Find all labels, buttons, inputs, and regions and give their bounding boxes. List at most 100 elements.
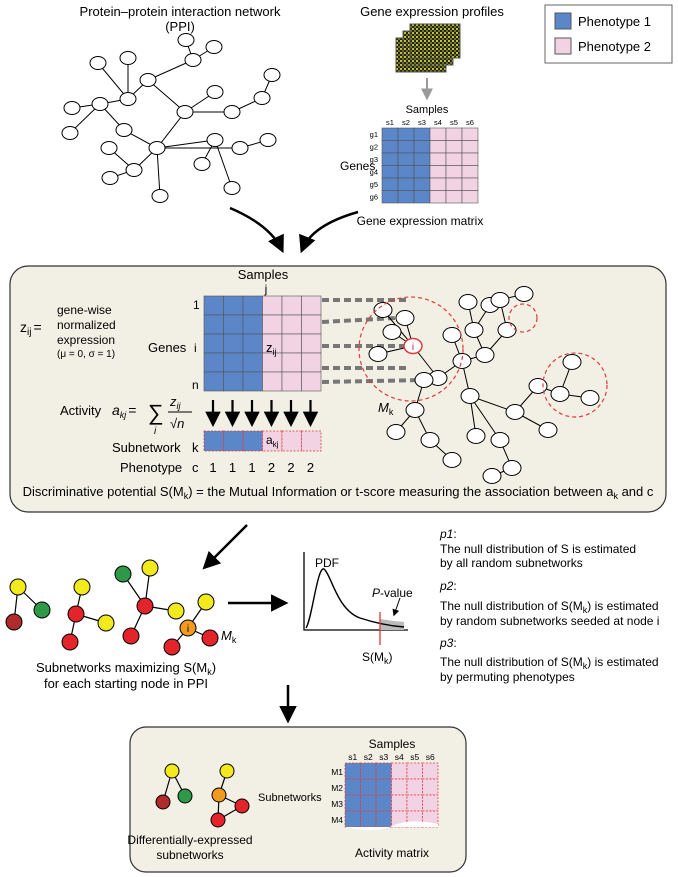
matrix-to-panel-arrow <box>299 210 359 254</box>
activity-samples-label: Samples <box>369 737 416 751</box>
matrix-cell <box>413 190 431 204</box>
matrix-cell <box>397 165 415 179</box>
legend-swatch-phenotype-2 <box>554 37 572 55</box>
row-index-i: i <box>194 341 197 355</box>
svg-text:akj=: akj= <box>112 402 136 420</box>
matrix-cell <box>461 140 479 154</box>
phenotype-c-label: c <box>192 460 199 475</box>
legend: Phenotype 1 Phenotype 2 <box>544 4 673 64</box>
matrix-cell <box>360 810 377 828</box>
matrix-cell <box>360 778 377 796</box>
svg-text:The null distribution of S is: The null distribution of S is estimated <box>440 542 636 556</box>
matrix-cell <box>461 152 479 166</box>
network-node <box>211 787 227 803</box>
matrix-cell <box>429 152 447 166</box>
small-subnetwork-circle <box>508 303 538 333</box>
network-node <box>490 432 510 448</box>
network-edge <box>156 111 186 149</box>
matrix-cell <box>413 177 431 191</box>
network-node <box>395 310 415 326</box>
svg-text:gene-wise: gene-wise <box>57 303 112 317</box>
svg-text:The null distribution of S(Mk): The null distribution of S(Mk) is estima… <box>440 599 659 615</box>
network-node <box>514 286 534 302</box>
matrix-cell <box>281 352 302 373</box>
panel-to-subnetworks-arrow <box>202 524 248 570</box>
network-node <box>141 559 159 577</box>
matrix-cell <box>281 295 302 316</box>
matrix-cell <box>391 778 408 796</box>
svg-text:zij: zij <box>169 394 181 411</box>
network-node <box>61 633 79 651</box>
subnetwork-row-label: M1 <box>331 767 343 777</box>
matrix-cell <box>344 778 361 796</box>
pdf-label: PDF <box>315 556 339 570</box>
network-node <box>33 601 51 619</box>
network-node <box>464 322 484 338</box>
sample-label: s6 <box>426 752 435 762</box>
matrix-cell <box>413 127 431 141</box>
sample-label: s1 <box>348 752 357 762</box>
matrix-cell <box>203 430 224 452</box>
matrix-cell <box>375 794 392 812</box>
network-node <box>562 354 582 370</box>
matrix-genes-label: Genes <box>340 159 375 173</box>
matrix-cell <box>461 127 479 141</box>
network-node <box>119 51 137 65</box>
colored-mk-label: Mk <box>221 628 237 645</box>
matrix-cell <box>429 177 447 191</box>
phenotype-value: 2 <box>287 460 294 475</box>
matrix-cell <box>461 165 479 179</box>
legend-swatch-phenotype-1 <box>554 12 572 30</box>
matrix-cell <box>301 333 322 354</box>
activity-matrix-caption: Activity matrix <box>355 846 429 860</box>
matrix-cell <box>344 794 361 812</box>
network-node <box>101 171 119 185</box>
matrix-cell <box>413 152 431 166</box>
svg-text:√n: √n <box>170 416 184 431</box>
network-edge <box>156 147 161 197</box>
network-node <box>206 133 224 147</box>
matrix-cell <box>381 152 399 166</box>
phenotype-value: 1 <box>209 460 216 475</box>
network-node <box>9 578 27 596</box>
svg-text:The null distribution of S(Mk): The null distribution of S(Mk) is estima… <box>440 655 659 671</box>
matrix-cell <box>281 314 302 335</box>
sample-label: s5 <box>450 118 458 127</box>
network-node <box>97 614 115 632</box>
matrix-cell <box>406 778 423 796</box>
network-node <box>550 386 570 402</box>
matrix-cell <box>429 127 447 141</box>
svg-text:i: i <box>154 426 157 437</box>
network-node <box>580 390 600 406</box>
network-node <box>67 605 85 623</box>
network-node <box>497 322 517 338</box>
matrix-cell <box>242 430 263 452</box>
null-distribution-plot <box>303 552 408 645</box>
matrix-wave <box>345 821 438 831</box>
svg-text:p1:: p1: <box>439 527 457 541</box>
seed-node-i <box>403 337 423 355</box>
network-edge <box>214 139 233 189</box>
network-node <box>115 123 133 137</box>
matrix-cell <box>262 295 283 316</box>
network-node <box>382 324 402 340</box>
network-node <box>89 56 107 70</box>
sample-label: s3 <box>418 118 426 127</box>
network-node <box>505 404 525 420</box>
svg-text:normalized: normalized <box>57 318 116 332</box>
matrix-cell <box>223 371 244 392</box>
network-node <box>5 613 23 631</box>
gene-label: g2 <box>370 143 378 152</box>
matrix-cell <box>281 333 302 354</box>
network-node <box>414 372 434 388</box>
sample-label: s6 <box>466 118 474 127</box>
network-node <box>100 141 118 155</box>
matrix-cell <box>461 190 479 204</box>
matrix-cell <box>242 295 263 316</box>
matrix-cell <box>360 794 377 812</box>
svg-text:by all random subnetworks: by all random subnetworks <box>440 556 583 570</box>
network-node <box>151 189 169 203</box>
matrix-cell <box>301 371 322 392</box>
network-node <box>452 353 472 369</box>
